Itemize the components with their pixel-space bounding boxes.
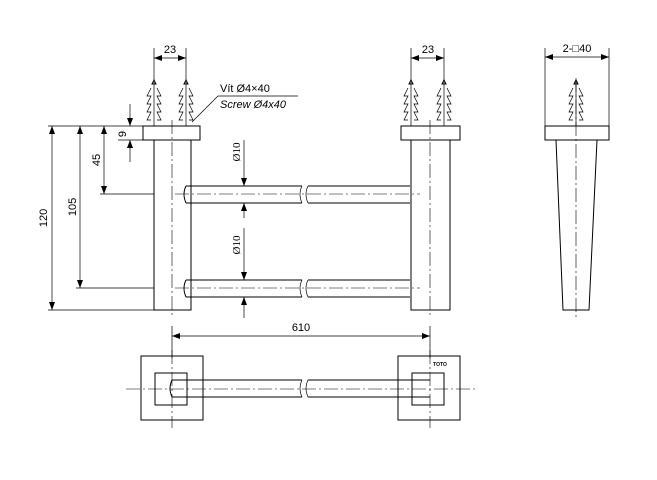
dia-label-lower: Ø10	[231, 235, 243, 254]
dimension-right-width: 23	[410, 44, 445, 80]
upper-towel-bar	[175, 185, 420, 204]
dim-label-right-width: 23	[422, 44, 434, 56]
top-view: 610 TOTO	[126, 322, 475, 428]
dimension-lower-bar: 105	[67, 126, 83, 288]
screw-anchor-left-1	[146, 79, 162, 127]
dim-label-upper-bar: 45	[91, 154, 103, 166]
screw-callout: Vít Ø4×40 Screw Ø4x40	[191, 83, 298, 123]
brand-logo: TOTO	[433, 362, 447, 368]
front-view: 23 23 Vít Ø4×40 Screw Ø4x40 9	[38, 44, 461, 318]
dimension-dia-lower: Ø10	[231, 228, 247, 318]
dim-label-square: 2-□40	[563, 43, 592, 55]
dimension-square: 2-□40	[544, 43, 610, 126]
right-bracket	[400, 120, 461, 318]
screw-label-vi: Vít Ø4×40	[220, 83, 270, 95]
dim-label-length: 610	[292, 322, 310, 334]
left-bracket	[142, 120, 201, 318]
left-wall-plate	[140, 355, 204, 421]
screw-anchor-left-2	[178, 79, 194, 127]
dim-label-lower-bar: 105	[67, 198, 79, 216]
dia-label-upper: Ø10	[231, 142, 243, 161]
dim-label-total-height: 120	[38, 209, 50, 227]
dimension-upper-bar: 45	[91, 126, 107, 194]
dimension-dia-upper: Ø10	[231, 140, 247, 218]
dimension-left-width: 23	[153, 44, 187, 80]
right-wall-plate: TOTO	[397, 355, 461, 421]
dim-label-left-width: 23	[164, 44, 176, 56]
screw-anchor-right-1	[403, 79, 419, 127]
lower-towel-bar	[175, 279, 420, 298]
dimension-length: 610	[171, 322, 431, 358]
dim-label-flange: 9	[117, 131, 129, 137]
dimension-flange: 9	[117, 104, 133, 162]
screw-label-en: Screw Ø4x40	[220, 99, 287, 111]
screw-anchor-side	[568, 79, 584, 127]
side-view: 2-□40	[544, 43, 610, 318]
top-view-bar	[169, 379, 430, 398]
screw-anchor-right-2	[436, 79, 452, 127]
dimension-total-height: 120	[38, 126, 55, 310]
